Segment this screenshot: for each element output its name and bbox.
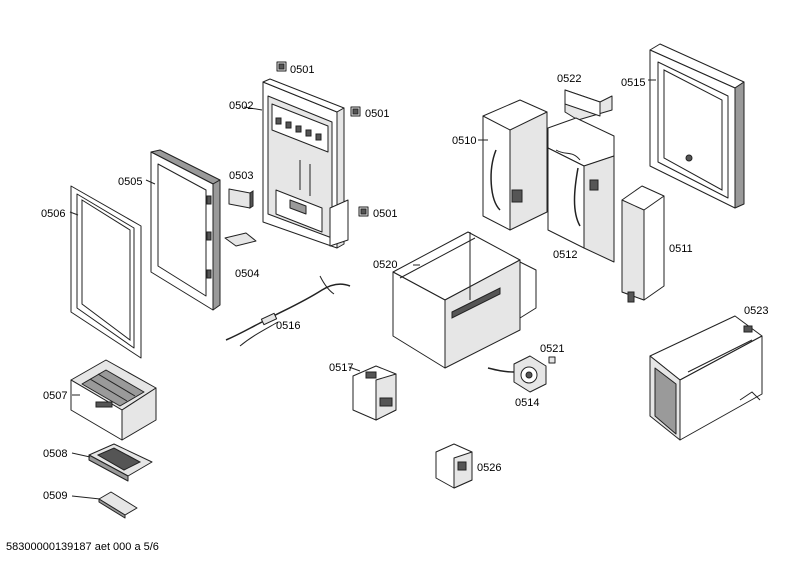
part-0505-frame (150, 149, 221, 311)
label-0521: 0521 (540, 343, 565, 355)
part-0515-panel-frame (649, 43, 745, 209)
part-0509-grid-insert (98, 491, 138, 519)
part-0510-housing (482, 99, 548, 231)
label-0516: 0516 (276, 320, 301, 332)
part-0503-plate (228, 188, 254, 209)
label-0515: 0515 (621, 77, 646, 89)
label-0526: 0526 (477, 462, 502, 474)
label-0503: 0503 (229, 170, 254, 182)
label-0504: 0504 (235, 268, 260, 280)
part-0507-dispenser-cover (70, 359, 157, 441)
part-0506-frame (70, 185, 142, 359)
label-0508: 0508 (43, 448, 68, 460)
part-0502-dispenser-housing (262, 78, 349, 249)
label-0507: 0507 (43, 390, 68, 402)
part-0501-clip-top (276, 61, 287, 72)
part-0501-clip-mid (350, 106, 361, 117)
label-0501-b: 0501 (365, 108, 390, 120)
part-0516-wire (225, 275, 351, 347)
label-0509: 0509 (43, 490, 68, 502)
part-0504-plate (224, 232, 257, 247)
part-0523-drawer (649, 315, 763, 441)
label-0512: 0512 (553, 249, 578, 261)
label-0517: 0517 (329, 362, 354, 374)
part-0520-box-frame (392, 231, 537, 369)
label-0506: 0506 (41, 208, 66, 220)
part-0526-bracket (435, 443, 473, 489)
part-0521-nut (548, 356, 556, 364)
label-0501-c: 0501 (373, 208, 398, 220)
part-0514-fan (487, 355, 547, 393)
label-0501-a: 0501 (290, 64, 315, 76)
part-0512-module (547, 117, 615, 263)
label-0520: 0520 (373, 259, 398, 271)
part-0522 (564, 89, 613, 121)
label-0511: 0511 (669, 243, 693, 255)
part-0511-panel (621, 185, 665, 303)
label-0522: 0522 (557, 73, 582, 85)
part-0501-clip-low (358, 206, 369, 217)
label-0502: 0502 (229, 100, 254, 112)
document-id-footer: 58300000139187 aet 000 a 5/6 (6, 541, 159, 553)
part-0508-drip-tray (88, 443, 153, 482)
label-0505: 0505 (118, 176, 143, 188)
part-0517-bracket (352, 365, 397, 421)
label-0523: 0523 (744, 305, 769, 317)
label-0510: 0510 (452, 135, 477, 147)
leader-lines (69, 79, 656, 500)
label-0514: 0514 (515, 397, 540, 409)
